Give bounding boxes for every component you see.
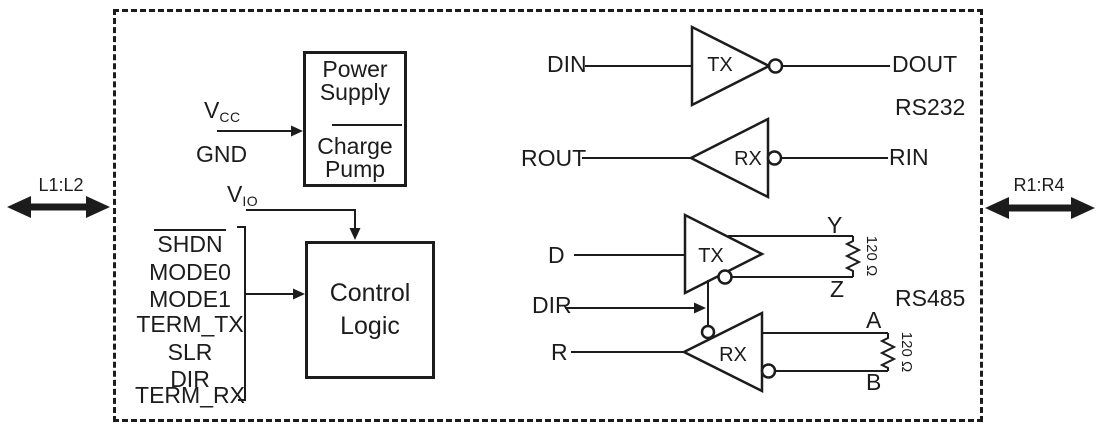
rs485-tx-resistor-label: 120 Ω [863, 235, 880, 277]
dir-label: DIR [532, 292, 572, 318]
left-bus-arrow [7, 196, 110, 218]
vio-label: VIO [227, 181, 259, 209]
right-bus-arrowhead-right [1071, 197, 1095, 219]
d-label: D [548, 242, 565, 268]
rs485-tx-z-invert-bubble [717, 269, 733, 285]
y-label: Y [827, 212, 843, 238]
vcc-wire [217, 125, 303, 137]
rout-label: ROUT [521, 145, 587, 171]
vio-subscript: IO [242, 193, 259, 209]
control-logic-line2: Logic [340, 312, 400, 340]
vio-base: V [227, 181, 243, 207]
rs485-tx-gate [683, 212, 765, 296]
signal-mode0: MODE0 [149, 259, 231, 285]
r-label: R [551, 339, 568, 365]
vio-line [246, 209, 356, 231]
din-label: DIN [547, 51, 587, 77]
vcc-arrowhead [291, 125, 303, 137]
rs485-tx-termination-resistor [844, 236, 862, 277]
signal-mode1: MODE1 [149, 286, 231, 312]
power-supply-line3: Charge [317, 133, 393, 159]
control-logic-line1: Control [329, 279, 411, 307]
vcc-label: VCC [204, 97, 241, 125]
power-supply-line2: Supply [319, 79, 391, 105]
right-bus-arrow [985, 197, 1095, 219]
ic-boundary-box [113, 9, 983, 422]
signal-slr: SLR [167, 339, 213, 365]
rs485-rx-gate-label: RX [719, 344, 747, 366]
dir-wire [565, 280, 716, 340]
power-supply-divider [332, 124, 402, 126]
left-bus-arrowhead-left [7, 196, 31, 218]
gnd-label: GND [196, 141, 248, 167]
rs485-tx-gate-label: TX [698, 245, 724, 267]
rs485-rx-termination-resistor [879, 333, 897, 371]
z-label: Z [830, 276, 845, 302]
rs485-rx-gate [681, 310, 777, 394]
rs232-tx-triangle [690, 24, 772, 108]
left-bus-arrowhead-right [86, 196, 110, 218]
rs232-section-label: RS232 [895, 94, 966, 120]
rs485-rx-triangle [681, 310, 764, 394]
signal-shdn: SHDN [115, 229, 265, 257]
rs232-rx-gate-label: RX [734, 148, 762, 170]
vcc-base: V [204, 97, 220, 123]
rs232-rx-invert-bubble [766, 150, 783, 166]
signal-term-tx: TERM_TX [136, 311, 244, 337]
vio-arrowhead [349, 228, 361, 240]
rs232-tx-gate [690, 24, 784, 108]
right-port-label: R1:R4 [1013, 175, 1065, 195]
rs485-section-label: RS485 [895, 285, 966, 311]
signal-shdn-label: SHDN [154, 229, 226, 257]
dout-label: DOUT [892, 51, 958, 77]
power-supply-line1: Power [322, 56, 388, 82]
left-port-label: L1:L2 [38, 175, 84, 195]
rs485-rx-resistor-label: 120 Ω [898, 331, 915, 373]
rs485-rx-enable-bubble [700, 324, 716, 340]
rs485-rx-b-invert-bubble [760, 363, 777, 379]
power-supply-line4: Pump [324, 156, 386, 182]
right-bus-arrowhead-left [985, 197, 1009, 219]
rin-label: RIN [889, 144, 929, 170]
signal-term-rx: TERM_RX [135, 382, 245, 408]
signal-dir: DIR [170, 366, 210, 392]
power-supply-box: Power Supply Charge Pump [303, 51, 407, 187]
control-logic-box: Control Logic [305, 241, 435, 379]
rs232-tx-invert-bubble [767, 58, 784, 74]
a-label: A [866, 307, 882, 333]
control-bus-wire [245, 288, 305, 300]
vio-wire [246, 209, 361, 240]
vcc-subscript: CC [219, 109, 241, 125]
dir-arrowhead [694, 302, 706, 314]
rs232-rx-gate [688, 116, 783, 200]
b-label: B [866, 369, 882, 395]
rs232-tx-gate-label: TX [707, 54, 733, 76]
signal-group-bracket [237, 226, 246, 401]
control-bus-arrowhead [293, 288, 305, 300]
